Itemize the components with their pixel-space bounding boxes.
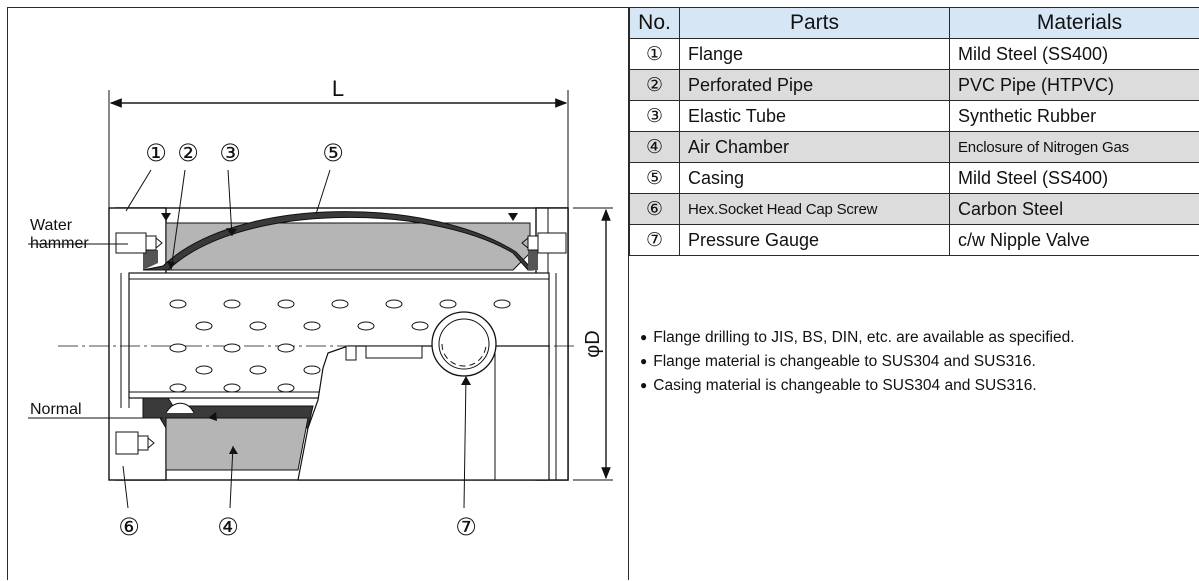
drawing-panel: L φD	[7, 7, 629, 580]
row-part: Casing	[680, 163, 950, 194]
note-item: Flange material is changeable to SUS304 …	[640, 350, 1075, 374]
cross-section-drawing: L φD	[8, 8, 630, 581]
callout-3: ③	[219, 139, 241, 167]
note-item: Casing material is changeable to SUS304 …	[640, 374, 1075, 398]
row-no: ⑦	[630, 225, 680, 256]
header-parts: Parts	[680, 8, 950, 39]
row-material: PVC Pipe (HTPVC)	[950, 70, 1199, 101]
row-material: Carbon Steel	[950, 194, 1199, 225]
row-material: Mild Steel (SS400)	[950, 163, 1199, 194]
row-material: Enclosure of Nitrogen Gas	[950, 132, 1199, 163]
air-chamber-lower	[166, 418, 308, 470]
screw-top-left	[116, 233, 162, 253]
table-row: ⑤ Casing Mild Steel (SS400)	[630, 163, 1199, 194]
row-part: Perforated Pipe	[680, 70, 950, 101]
row-no: ③	[630, 101, 680, 132]
label-hammer: hammer	[30, 235, 89, 252]
cutaway-section	[298, 346, 549, 480]
row-material: c/w Nipple Valve	[950, 225, 1199, 256]
label-water: Water	[30, 217, 73, 234]
callout-1: ①	[145, 139, 167, 167]
pressure-gauge	[432, 312, 496, 376]
callout-5: ⑤	[322, 139, 344, 167]
dim-l-label: L	[332, 76, 344, 101]
table-row: ③ Elastic Tube Synthetic Rubber	[630, 101, 1199, 132]
dim-d-label: φD	[582, 330, 604, 357]
row-no: ②	[630, 70, 680, 101]
callout-6: ⑥	[118, 513, 140, 541]
header-no: No.	[630, 8, 680, 39]
row-part: Hex.Socket Head Cap Screw	[680, 194, 950, 225]
row-material: Mild Steel (SS400)	[950, 39, 1199, 70]
row-part: Pressure Gauge	[680, 225, 950, 256]
header-materials: Materials	[950, 8, 1199, 39]
table-row: ④ Air Chamber Enclosure of Nitrogen Gas	[630, 132, 1199, 163]
callout-7: ⑦	[455, 513, 477, 541]
row-no: ⑥	[630, 194, 680, 225]
row-no: ④	[630, 132, 680, 163]
table-row: ⑥ Hex.Socket Head Cap Screw Carbon Steel	[630, 194, 1199, 225]
air-chamber-upper	[166, 223, 530, 270]
note-item: Flange drilling to JIS, BS, DIN, etc. ar…	[640, 326, 1075, 350]
callout-2: ②	[177, 139, 199, 167]
table-row: ② Perforated Pipe PVC Pipe (HTPVC)	[630, 70, 1199, 101]
row-no: ①	[630, 39, 680, 70]
row-part: Air Chamber	[680, 132, 950, 163]
parts-table: No. Parts Materials ① Flange Mild Steel …	[629, 7, 1199, 256]
table-row: ① Flange Mild Steel (SS400)	[630, 39, 1199, 70]
row-no: ⑤	[630, 163, 680, 194]
row-material: Synthetic Rubber	[950, 101, 1199, 132]
row-part: Flange	[680, 39, 950, 70]
screw-top-right	[522, 233, 566, 253]
label-normal: Normal	[30, 401, 82, 418]
notes-list: Flange drilling to JIS, BS, DIN, etc. ar…	[640, 326, 1075, 398]
table-header-row: No. Parts Materials	[630, 8, 1199, 39]
table-row: ⑦ Pressure Gauge c/w Nipple Valve	[630, 225, 1199, 256]
row-part: Elastic Tube	[680, 101, 950, 132]
callout-4: ④	[217, 513, 239, 541]
